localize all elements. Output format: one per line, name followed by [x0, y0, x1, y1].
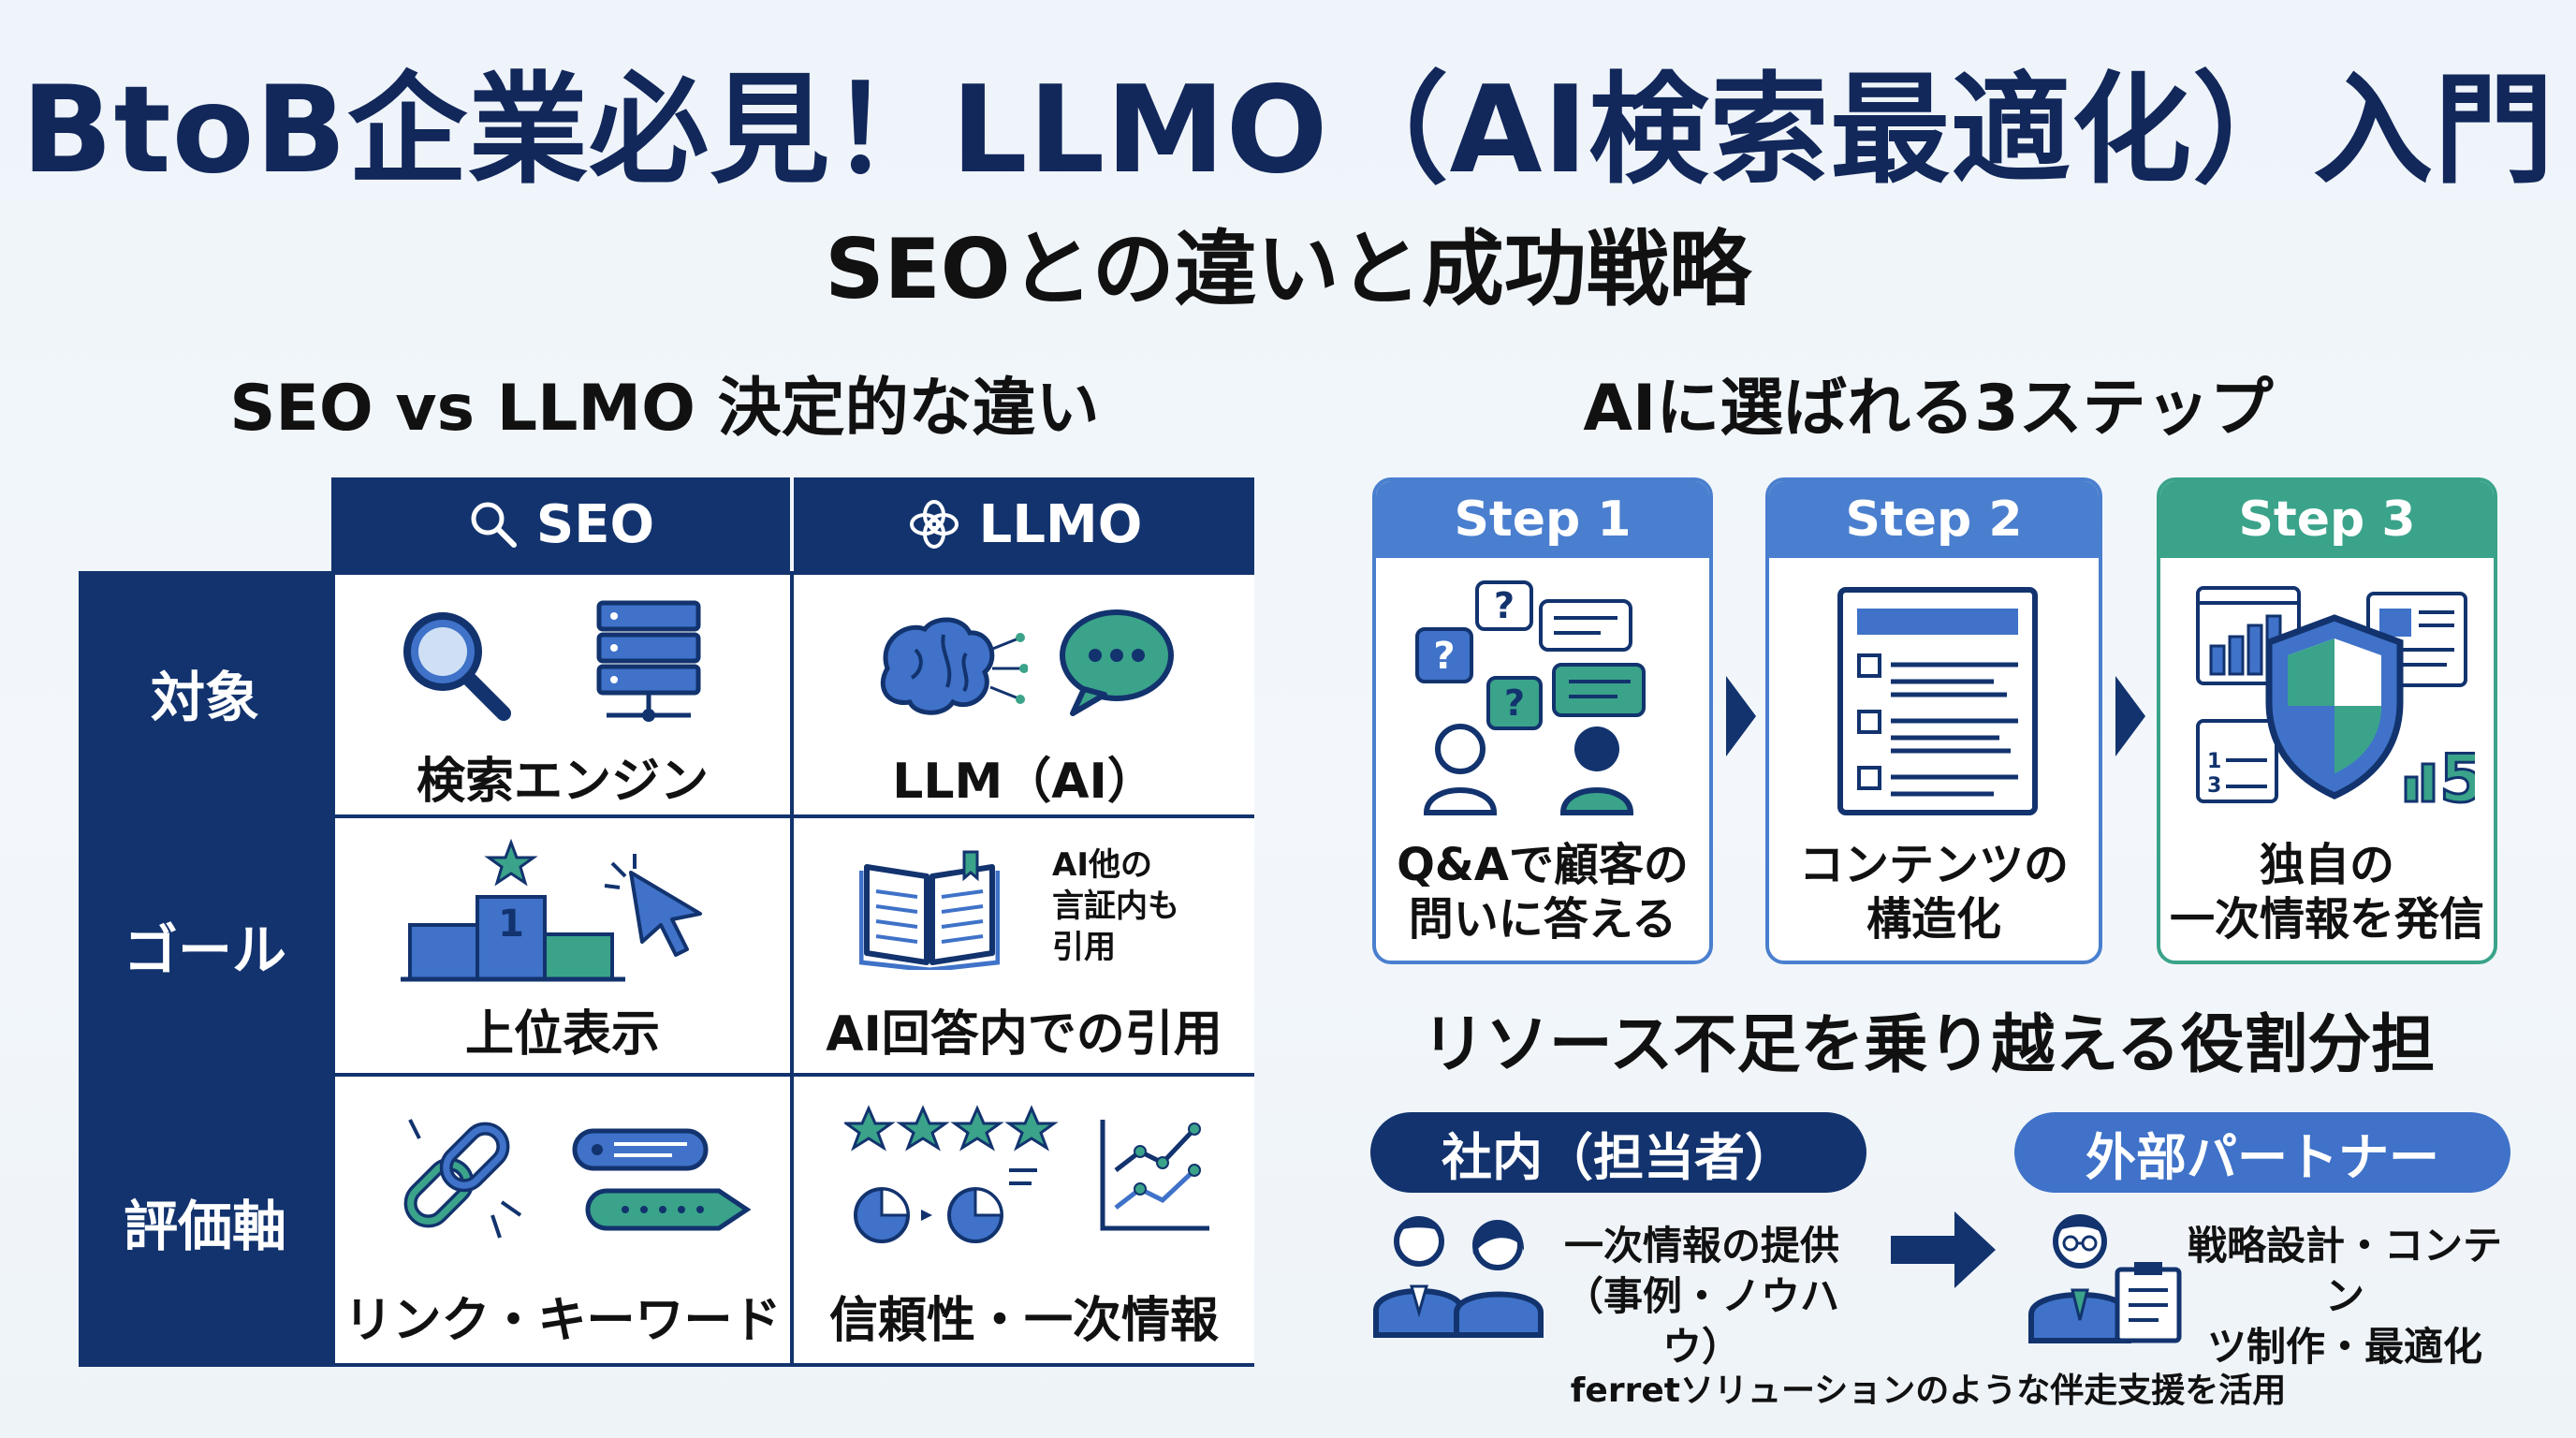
comparison-heading: SEO vs LLMO 決定的な違い	[229, 372, 1100, 446]
step-2-line2: 構造化	[1866, 892, 2001, 946]
page-subtitle: SEOとの違いと成功戦略	[825, 221, 1751, 317]
staff-icon	[1373, 1216, 1544, 1338]
steps-heading: AIに選ばれる3ステップ	[1583, 372, 2274, 446]
keyword-tags-icon	[572, 1128, 752, 1231]
structured-document-icon	[1837, 587, 2038, 815]
step-3-header: Step 3	[2160, 481, 2494, 558]
open-book-icon	[859, 850, 1000, 970]
roles-heading: リソース不足を乗り越える役割分担	[1421, 1008, 2436, 1082]
internal-role-text: 一次情報の提供 （事例・ノウハウ）	[1543, 1221, 1861, 1372]
svg-text:3: 3	[2207, 774, 2221, 798]
qa-people-icon: ? ? ?	[1415, 580, 1646, 815]
internal-role-line2: （事例・ノウハウ）	[1563, 1272, 1839, 1370]
podium-icon	[401, 838, 702, 982]
arrow-right-icon	[2115, 676, 2145, 756]
page-title: BtoB企業必見！LLMO（AI検索最適化）入門	[21, 61, 2555, 200]
footer-note: ferretソリューションのような伴走支援を活用	[1570, 1372, 2287, 1410]
shield-data-icon: 1 3 5	[2196, 586, 2475, 819]
external-role-line1: 戦略設計・コンテン	[2187, 1223, 2502, 1319]
internal-role-line1: 一次情報の提供	[1563, 1223, 1839, 1269]
step-1-header: Step 1	[1376, 481, 1709, 558]
line-chart-icon	[1100, 1120, 1209, 1231]
cell-seo-criteria: リンク・キーワード	[335, 1077, 790, 1363]
magnifier-icon	[403, 612, 511, 721]
step-1-text: Q&Aで顧客の 問いに答える	[1376, 839, 1709, 946]
cell-llmo-target: LLM（AI）	[794, 575, 1254, 814]
ai-knot-icon	[909, 500, 959, 549]
partner-consultant-icon	[2028, 1214, 2182, 1343]
cell-llmo-goal: AI他の 言証内も 引用 AI回答内での引用	[794, 818, 1254, 1073]
internal-pill: 社内（担当者）	[1370, 1112, 1866, 1193]
svg-text:1: 1	[2207, 750, 2221, 773]
step-2-line1: コンテンツの	[1798, 839, 2069, 891]
llmo-goal-note-line3: 引用	[1052, 929, 1116, 967]
llmo-goal-note-line2: 言証内も	[1052, 888, 1179, 926]
chat-bubble-icon	[1060, 609, 1174, 716]
row-header-goal: ゴール	[79, 818, 331, 1073]
seo-goal-label: 上位表示	[464, 1006, 660, 1063]
seo-criteria-label: リンク・キーワード	[344, 1293, 782, 1349]
step-card-3: Step 3 1 3 5 独自の 一次情報を発信	[2157, 477, 2497, 964]
seo-target-label: 検索エンジン	[416, 754, 709, 810]
cell-seo-goal: 1 上位表示	[335, 818, 790, 1073]
step-3-line1: 独自の	[2259, 839, 2394, 891]
external-role-line2: ツ制作・最適化	[2206, 1323, 2482, 1370]
svg-text:5: 5	[2439, 741, 2475, 817]
row-header-target: 対象	[79, 571, 331, 814]
svg-text:?: ?	[1504, 682, 1525, 724]
llmo-goal-label: AI回答内での引用	[826, 1006, 1222, 1063]
svg-text:?: ?	[1433, 635, 1455, 678]
cell-llmo-criteria: 信頼性・一次情報	[794, 1077, 1254, 1363]
step-3-line2: 一次情報を発信	[2169, 892, 2484, 946]
step-1-line2: 問いに答える	[1408, 892, 1677, 946]
cell-seo-target: 検索エンジン	[335, 575, 790, 814]
server-icon	[596, 600, 701, 722]
rating-stars-icon	[844, 1105, 1059, 1243]
arrow-right-icon	[1891, 1211, 1996, 1288]
svg-text:?: ?	[1494, 585, 1515, 626]
llmo-goal-note: AI他の 言証内も 引用	[1052, 844, 1179, 969]
column-label-seo: SEO	[535, 493, 655, 555]
step-card-2: Step 2 コンテンツの 構造化	[1765, 477, 2102, 964]
llmo-goal-note-line1: AI他の	[1052, 846, 1152, 884]
podium-number: 1	[498, 902, 524, 946]
external-pill: 外部パートナー	[2014, 1112, 2510, 1193]
chain-link-icon	[403, 1119, 522, 1239]
step-2-text: コンテンツの 構造化	[1769, 839, 2099, 946]
magnifier-icon	[471, 502, 517, 548]
llmo-target-label: LLM（AI）	[892, 754, 1156, 810]
step-card-1: Step 1 ? ? ? Q&Aで顧客の 問いに答える	[1372, 477, 1713, 964]
column-label-llmo: LLMO	[978, 493, 1143, 555]
step-2-header: Step 2	[1769, 481, 2099, 558]
arrow-right-icon	[1726, 676, 1756, 756]
step-3-text: 独自の 一次情報を発信	[2160, 839, 2494, 946]
column-header-llmo: LLMO	[794, 477, 1254, 571]
external-role-text: 戦略設計・コンテン ツ制作・最適化	[2172, 1221, 2518, 1372]
column-header-seo: SEO	[331, 477, 790, 571]
step-1-line1: Q&Aで顧客の	[1397, 839, 1689, 891]
llmo-criteria-label: 信頼性・一次情報	[828, 1293, 1219, 1349]
brain-icon	[880, 617, 1028, 715]
comparison-table: SEO LLMO 対象 ゴール 評価軸	[79, 477, 1254, 1367]
row-header-criteria: 評価軸	[79, 1077, 331, 1367]
